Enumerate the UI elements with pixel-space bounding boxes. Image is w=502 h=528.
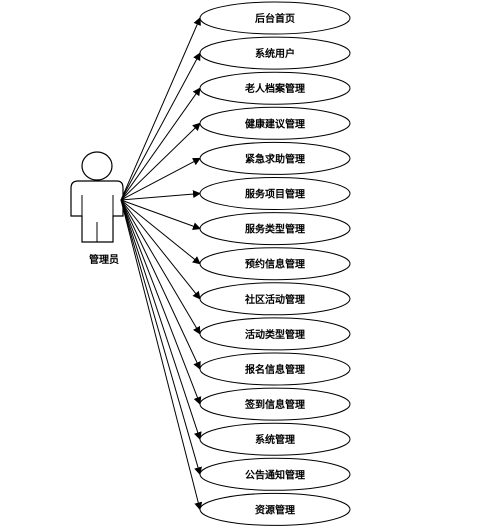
association-arrow: [120, 52, 201, 201]
actor-head: [81, 151, 113, 181]
use-case-ellipse: [199, 212, 351, 246]
association-arrow: [120, 199, 202, 476]
association-arrows: [120, 17, 203, 511]
use-case-ellipse: [199, 457, 351, 491]
actor-figure: 管理员: [70, 151, 124, 266]
association-arrow: [120, 199, 201, 335]
use-case-ellipse: [199, 1, 351, 35]
use-case-ellipse: [199, 247, 351, 281]
use-case: 服务类型管理: [199, 212, 351, 246]
association-arrow: [120, 122, 201, 201]
use-case-label: 报名信息管理: [245, 363, 305, 376]
use-case: 公告通知管理: [199, 457, 351, 491]
use-case: 系统管理: [199, 422, 351, 456]
use-case: 紧急求助管理: [199, 141, 351, 175]
use-cases-group: 后台首页系统用户老人档案管理健康建议管理紧急求助管理服务项目管理服务类型管理预约…: [199, 1, 351, 526]
use-case-ellipse: [199, 317, 351, 351]
association-arrow: [120, 199, 202, 406]
use-case: 报名信息管理: [199, 352, 351, 386]
association-arrow: [120, 199, 201, 370]
association-arrow: [120, 199, 203, 511]
association-arrow: [120, 199, 202, 441]
use-case-label: 服务项目管理: [245, 188, 305, 201]
actor-label: 管理员: [89, 253, 119, 266]
use-case-label: 预约信息管理: [245, 258, 305, 271]
use-case: 签到信息管理: [199, 387, 351, 421]
use-case-label: 公告通知管理: [245, 468, 305, 481]
use-case-label: 系统用户: [255, 47, 295, 60]
use-case-label: 社区活动管理: [244, 293, 305, 306]
use-case-ellipse: [199, 282, 351, 316]
use-case: 系统用户: [199, 36, 351, 70]
association-arrow: [120, 199, 201, 265]
use-case: 后台首页: [199, 1, 351, 35]
use-case: 社区活动管理: [199, 282, 351, 316]
use-case-ellipse: [199, 36, 351, 70]
use-case: 活动类型管理: [199, 317, 351, 351]
association-arrow: [120, 157, 201, 201]
use-case: 健康建议管理: [199, 106, 351, 140]
use-case: 服务项目管理: [199, 177, 351, 210]
use-case-label: 健康建议管理: [245, 117, 305, 130]
association-arrow: [120, 199, 201, 300]
association-arrow: [120, 17, 201, 201]
association-arrow: [120, 199, 201, 230]
use-case-ellipse: [199, 352, 351, 386]
use-case-ellipse: [199, 492, 351, 526]
use-case-ellipse: [199, 177, 351, 210]
use-case-ellipse: [199, 387, 351, 421]
use-case: 老人档案管理: [199, 71, 351, 105]
use-case-label: 服务类型管理: [245, 223, 305, 236]
use-case-label: 活动类型管理: [245, 328, 305, 341]
use-case: 预约信息管理: [199, 247, 351, 281]
use-case-ellipse: [199, 141, 351, 175]
use-case-label: 资源管理: [255, 503, 295, 516]
use-case-label: 老人档案管理: [244, 82, 305, 95]
use-case-ellipse: [199, 71, 351, 105]
use-case-ellipse: [199, 106, 351, 140]
use-case-ellipse: [199, 422, 351, 456]
use-case-label: 系统管理: [255, 433, 295, 446]
actor-body: [70, 180, 124, 243]
use-case-label: 后台首页: [255, 12, 295, 25]
association-arrow: [120, 190, 201, 201]
association-arrow: [120, 87, 201, 201]
use-case-label: 签到信息管理: [244, 398, 305, 411]
use-case-label: 紧急求助管理: [245, 152, 305, 165]
use-case: 资源管理: [199, 492, 351, 526]
